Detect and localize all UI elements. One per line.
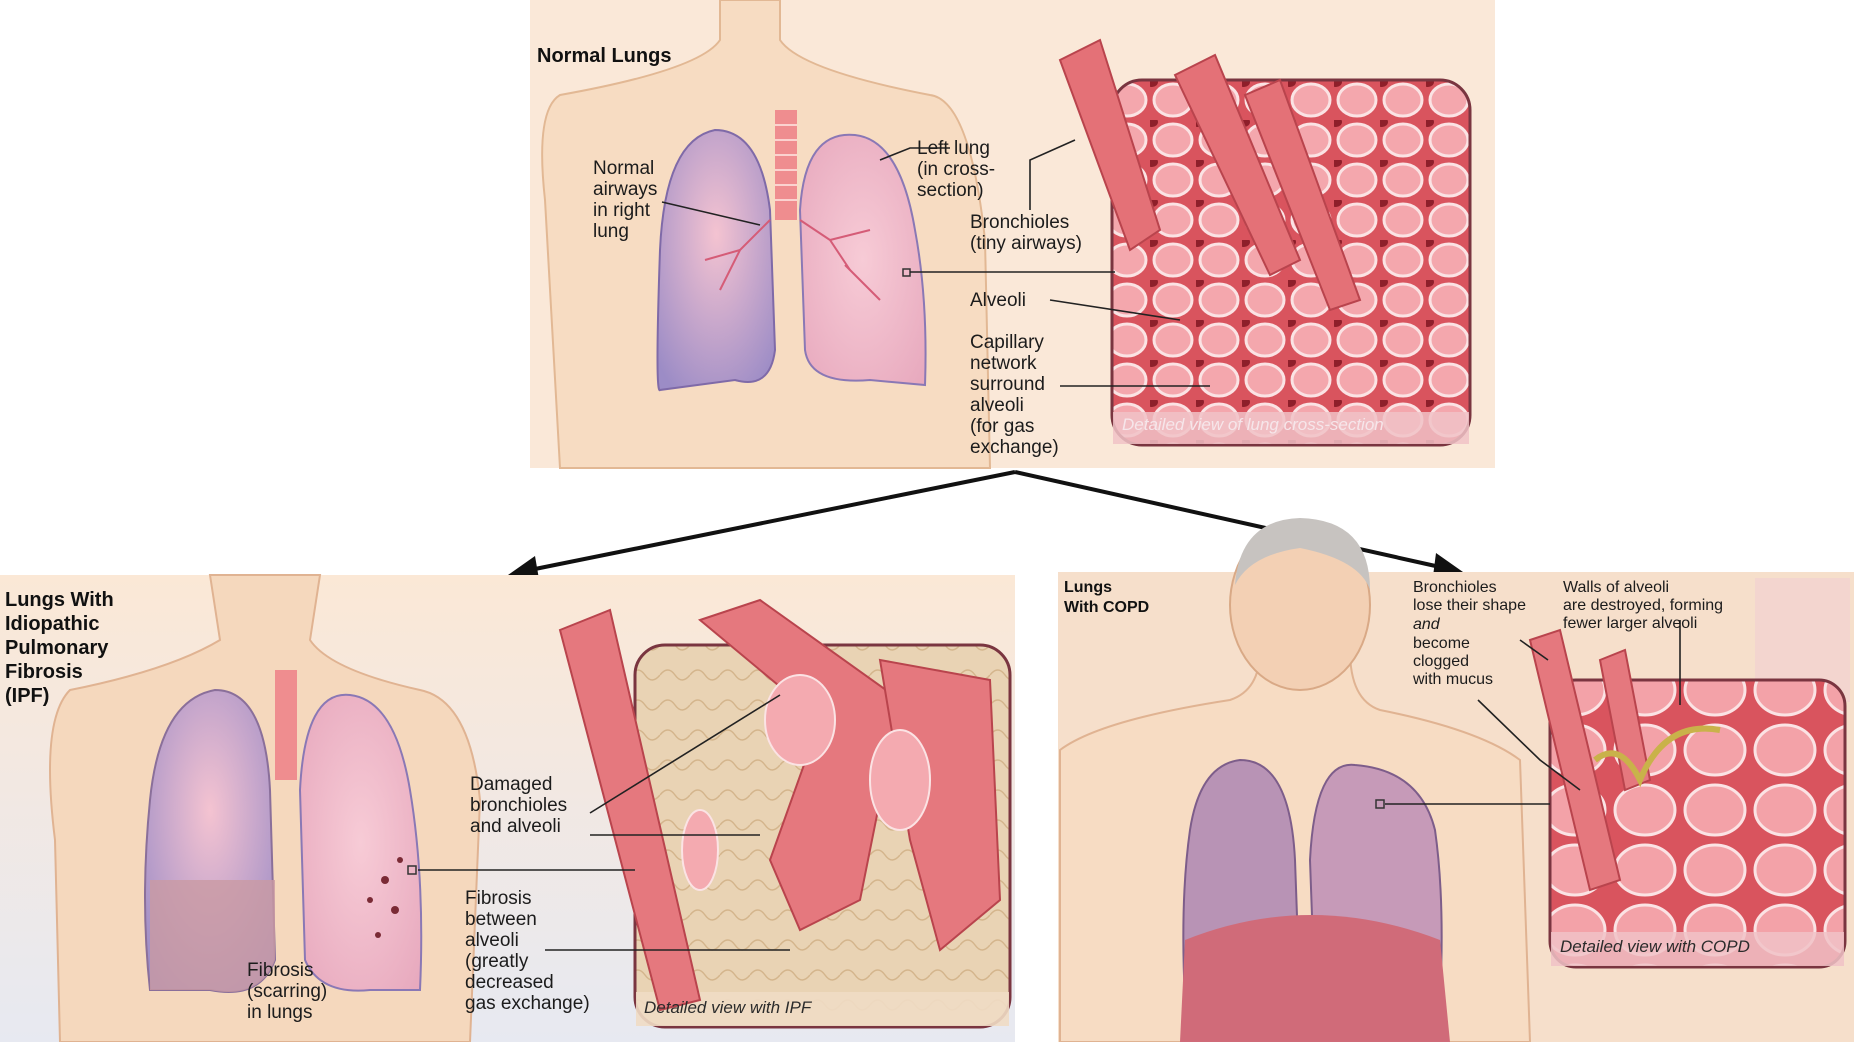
copd-detail-caption: Detailed view with COPD	[1560, 937, 1750, 956]
ipf-detail-caption: Detailed view with IPF	[644, 998, 812, 1017]
copd-alveoli-walls-label: Walls of alveoli are destroyed, forming …	[1563, 579, 1724, 632]
capillary-network-label: Capillary network surround alveoli (for …	[970, 332, 1059, 458]
ipf-title: Lungs With Idiopathic Pulmonary Fibrosis…	[5, 589, 114, 707]
copd-title: Lungs With COPD	[1064, 579, 1150, 616]
copd-bronchioles-label-and: and	[1413, 616, 1440, 633]
ipf-panel	[0, 574, 1015, 1042]
normal-airways-label: Normal airways in right lung	[593, 158, 658, 242]
bronchiole-tube	[1058, 38, 1162, 252]
right-lung	[656, 128, 777, 392]
ipf-left-lung	[298, 693, 423, 992]
normal-lungs-title: Normal Lungs	[537, 45, 672, 67]
trachea	[775, 110, 797, 220]
normal-detail-caption: Detailed view of lung cross-section	[1122, 415, 1384, 434]
left-lung-label: Left lung (in cross- section)	[917, 138, 996, 201]
copd-panel	[1058, 518, 1854, 1042]
left-lung	[798, 133, 927, 387]
bronchioles-label: Bronchioles (tiny airways)	[970, 212, 1082, 254]
diaphragm	[1180, 915, 1450, 1042]
copd-bronchioles-label-a: Bronchioles lose their shape	[1413, 579, 1526, 614]
alveoli-label: Alveoli	[970, 290, 1026, 311]
copd-bronchioles-label-b: become clogged with mucus	[1413, 635, 1494, 688]
fibrosis-between-alveoli-label: Fibrosis between alveoli (greatly decrea…	[465, 888, 590, 1014]
fibrosis-scarring-label: Fibrosis (scarring) in lungs	[247, 960, 328, 1023]
normal-lungs-panel	[530, 0, 1495, 469]
damaged-bronchioles-label: Damaged bronchioles and alveoli	[470, 774, 568, 837]
